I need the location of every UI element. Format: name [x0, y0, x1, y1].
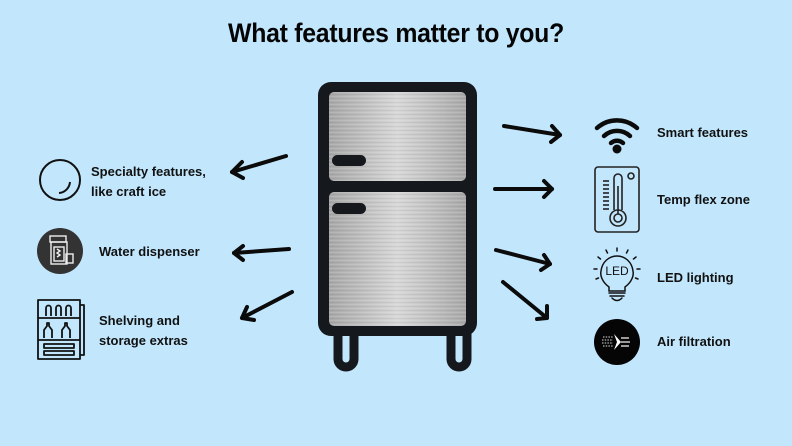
feature-label: LED lighting — [657, 270, 734, 285]
feature-label: Specialty features, — [91, 164, 206, 179]
arrow-to-specialty — [230, 154, 288, 180]
shelving-icon — [37, 299, 85, 360]
feature-label: Temp flex zone — [657, 192, 750, 207]
arrow-to-water-dispenser — [232, 244, 291, 262]
arrow-to-smart-features — [502, 124, 562, 144]
feature-label: Smart features — [657, 125, 749, 140]
thermometer-icon — [594, 166, 640, 233]
arrow-to-air-filtration — [501, 280, 549, 321]
arrow-to-shelving — [240, 290, 294, 322]
wifi-icon — [594, 118, 640, 154]
arrow-to-led — [494, 248, 552, 272]
arrow-to-temp-flex — [493, 179, 554, 199]
air-filter-icon — [594, 319, 640, 365]
water-dispenser-icon — [37, 228, 83, 274]
feature-label: Shelving and — [99, 313, 180, 328]
page-title: What features matter to you? — [228, 18, 564, 48]
feature-label: Air filtration — [657, 334, 731, 349]
feature-label: like craft ice — [91, 184, 167, 199]
refrigerator-icon — [318, 82, 477, 372]
ice-sphere-icon — [39, 159, 81, 201]
led-bulb-icon: LED — [593, 247, 641, 302]
led-text: LED — [605, 264, 629, 278]
feature-label: Water dispenser — [99, 244, 200, 259]
feature-label: storage extras — [99, 333, 188, 348]
